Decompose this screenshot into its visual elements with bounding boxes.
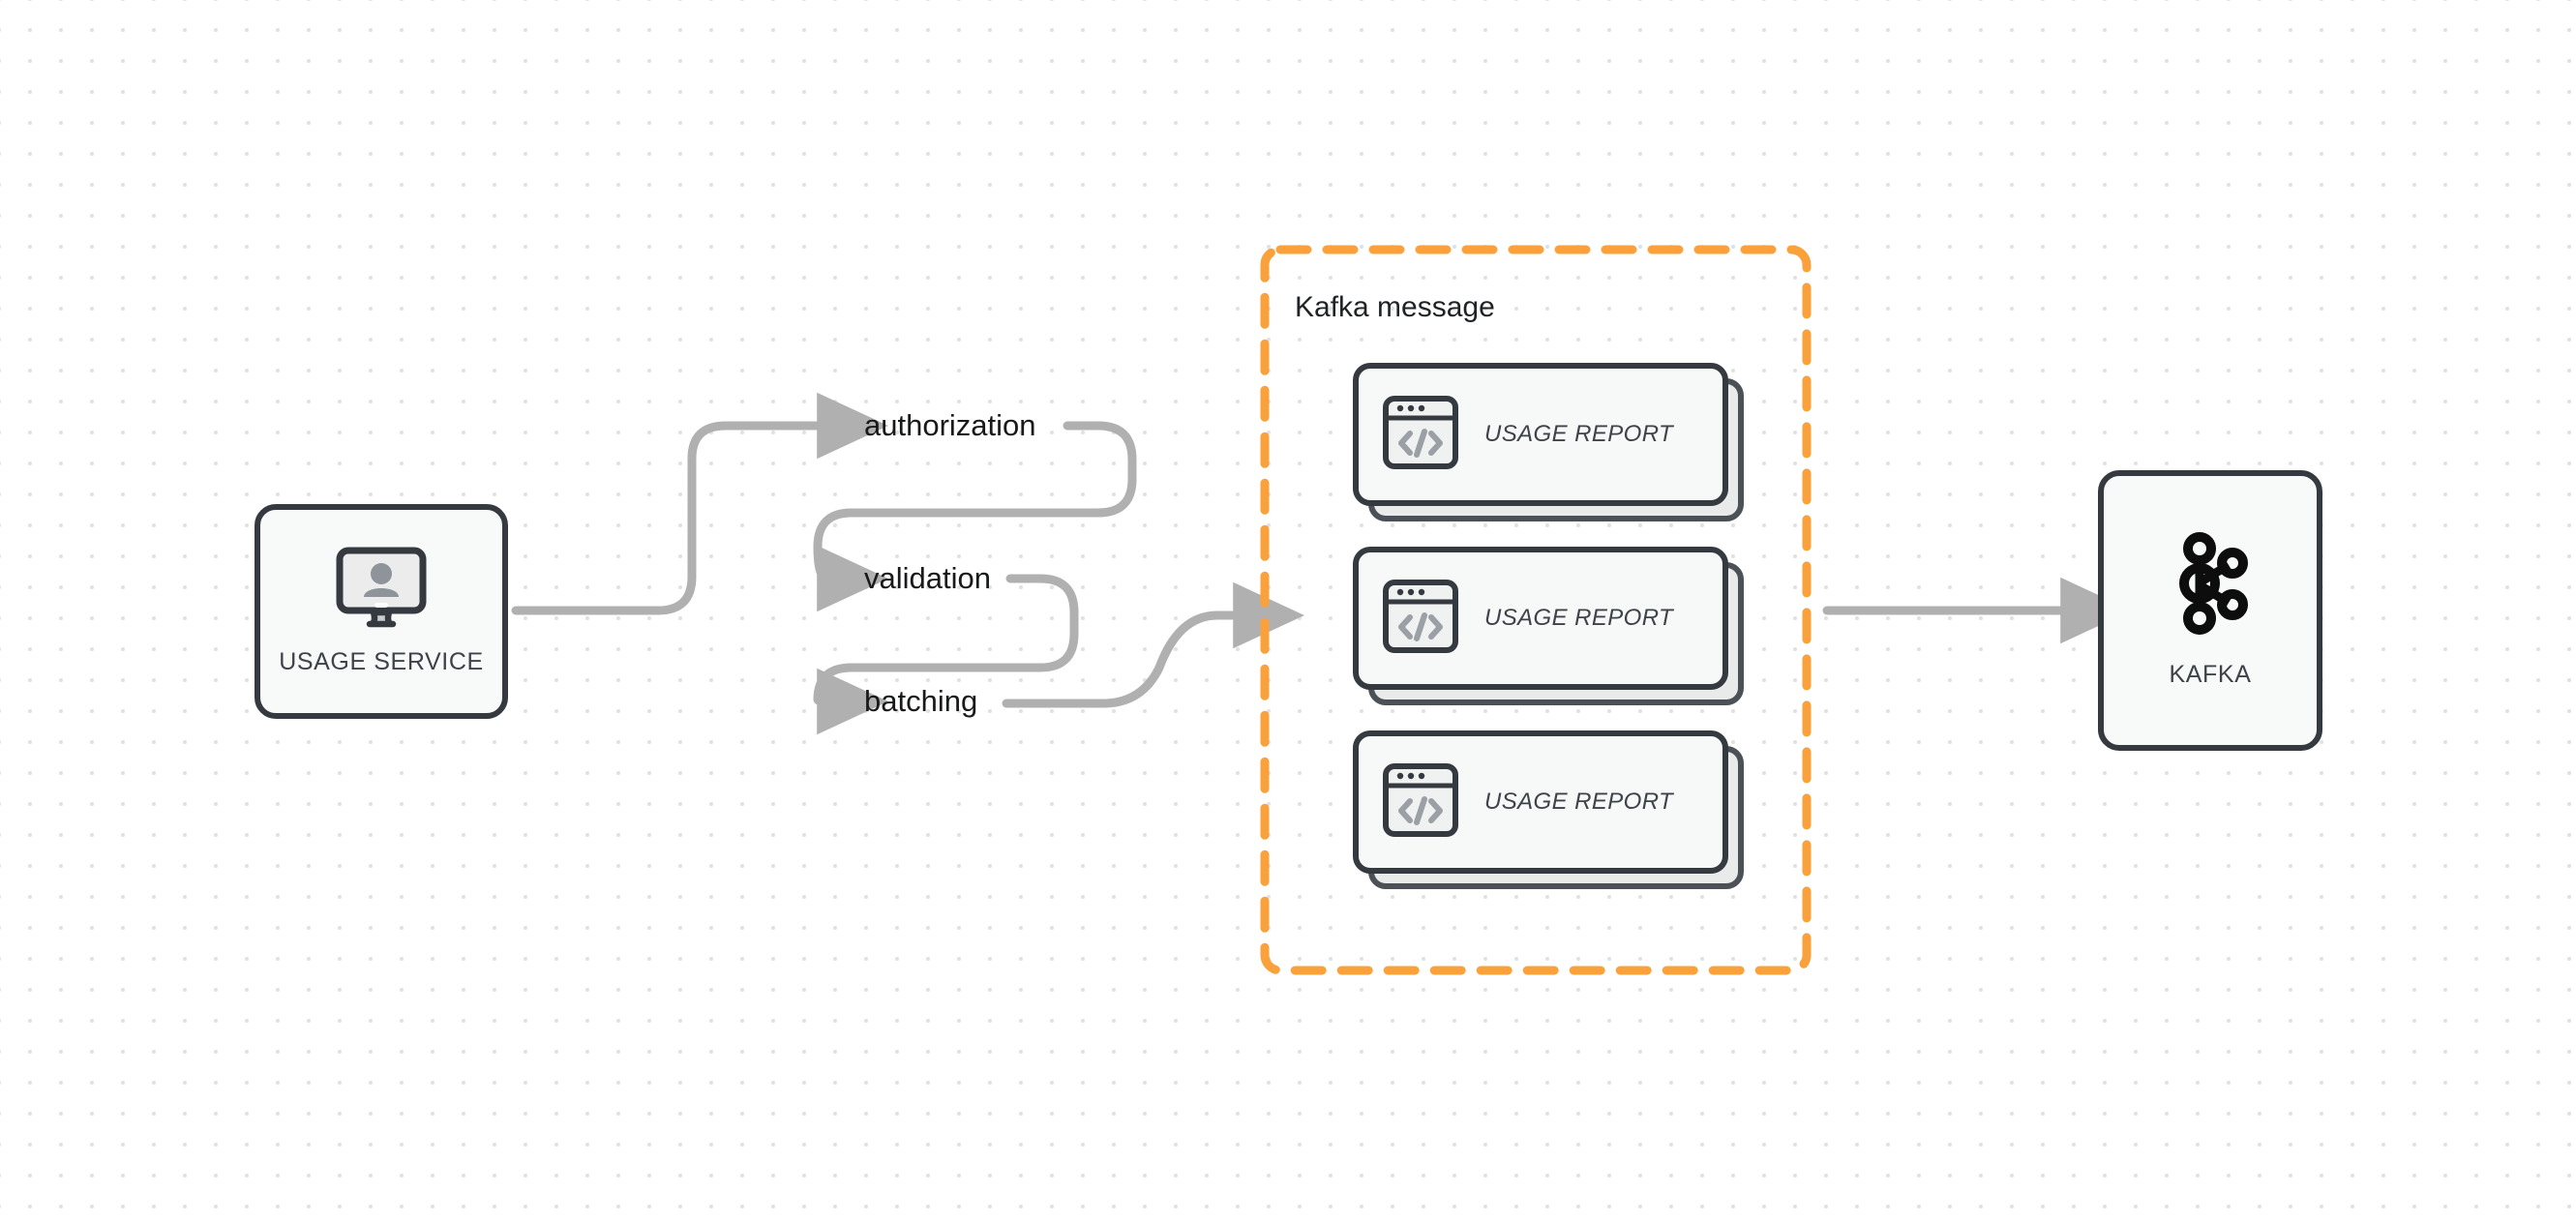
monitor-user-icon [335,547,428,633]
card-front: USAGE REPORT [1353,363,1728,506]
node-kafka[interactable]: KAFKA [2098,470,2322,751]
edge-usage-service-to-authorization [511,392,888,615]
step-label-validation: validation [864,561,991,595]
node-usage-service-label: USAGE SERVICE [279,648,484,675]
code-window-icon [1382,579,1459,659]
node-kafka-label: KAFKA [2169,661,2252,688]
edge-authorization-to-validation [813,421,1137,612]
edge-validation-to-batching [813,574,1079,735]
code-window-icon [1382,762,1459,843]
node-usage-service[interactable]: USAGE SERVICE [255,504,508,719]
usage-report-card-label: USAGE REPORT [1484,605,1674,631]
card-front: USAGE REPORT [1353,547,1728,690]
card-front: USAGE REPORT [1353,730,1728,874]
usage-report-card[interactable]: USAGE REPORT [1353,730,1744,889]
usage-report-card-label: USAGE REPORT [1484,789,1674,815]
step-label-batching: batching [864,684,978,718]
edge-batching-to-kafka-message [1002,581,1304,708]
group-kafka-message-title: Kafka message [1295,291,1495,323]
step-label-authorization: authorization [864,408,1036,442]
usage-report-card[interactable]: USAGE REPORT [1353,547,1744,705]
group-kafka-message[interactable]: Kafka message [1260,245,1812,975]
usage-report-card-label: USAGE REPORT [1484,421,1674,447]
code-window-icon [1382,395,1459,475]
kafka-logo-icon [2169,532,2252,640]
usage-report-card[interactable]: USAGE REPORT [1353,363,1744,521]
